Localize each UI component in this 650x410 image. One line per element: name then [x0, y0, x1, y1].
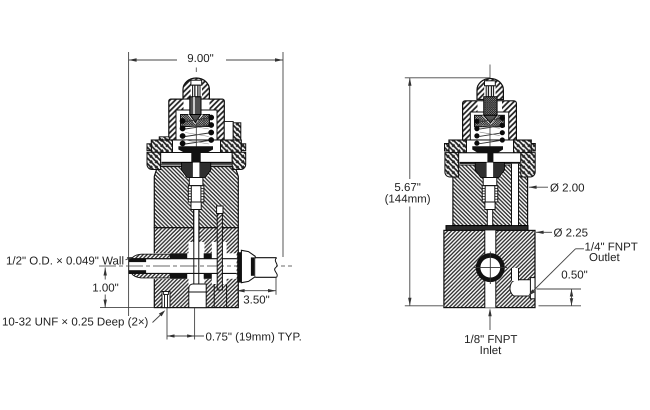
- svg-text:0.75" (19mm) TYP.: 0.75" (19mm) TYP.: [206, 331, 302, 343]
- svg-text:1/8" FNPT: 1/8" FNPT: [464, 334, 517, 346]
- svg-text:0.50": 0.50": [561, 269, 587, 281]
- svg-text:Outlet: Outlet: [589, 252, 620, 264]
- svg-text:10-32 UNF × 0.25 Deep (2×): 10-32 UNF × 0.25 Deep (2×): [2, 316, 149, 328]
- svg-text:Ø 2.25: Ø 2.25: [554, 228, 589, 240]
- svg-text:5.67": 5.67": [394, 182, 420, 194]
- svg-text:Ø 2.00: Ø 2.00: [550, 182, 585, 194]
- svg-text:1.00": 1.00": [92, 282, 118, 294]
- svg-text:Inlet: Inlet: [480, 345, 503, 357]
- svg-text:3.50": 3.50": [243, 295, 269, 307]
- svg-text:1/4" FNPT: 1/4" FNPT: [585, 242, 638, 254]
- svg-text:9.00": 9.00": [187, 53, 213, 65]
- svg-text:(144mm): (144mm): [385, 194, 431, 206]
- svg-text:1/2" O.D. × 0.049" Wall: 1/2" O.D. × 0.049" Wall: [6, 255, 124, 267]
